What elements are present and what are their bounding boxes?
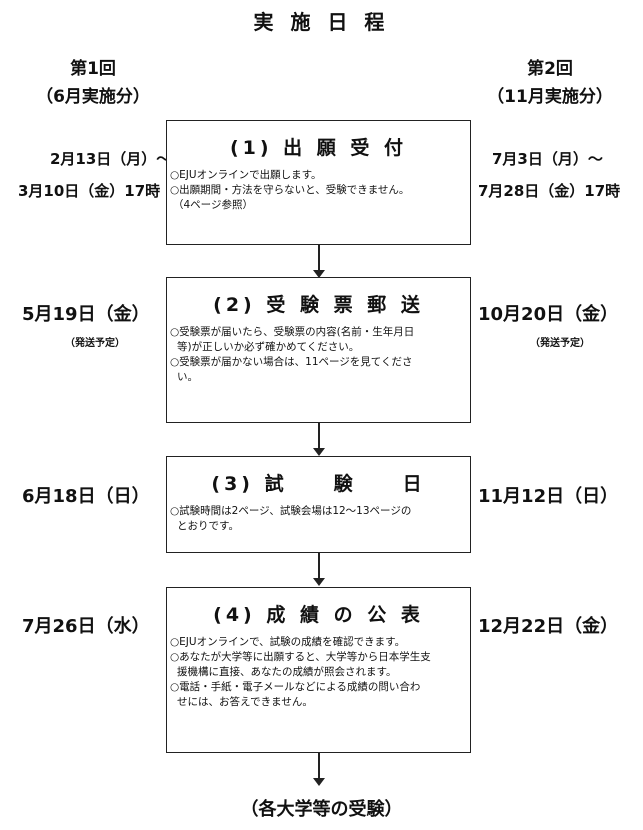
session2-header: 第2回 （11月実施分） (470, 55, 630, 111)
page-title: 実 施 日 程 (253, 10, 390, 34)
step4-line: 援機構に直接、あなたの成績が照会されます。 (177, 666, 397, 678)
arrow-line (318, 245, 320, 272)
step2-line: 等)が正しいか必ず確かめてください。 (177, 341, 360, 353)
step4-heading: (4) 成 績 の 公 表 (213, 604, 424, 626)
step2-line: い。 (177, 371, 198, 383)
final-step: （各大学等の受験） (240, 799, 403, 820)
step2-box: (2) 受 験 票 郵 送 ○受験票が届いたら、受験票の内容(名前・生年月日 等… (166, 277, 471, 423)
step2-session2-note: （発送予定） (530, 338, 590, 349)
step2-heading: (2) 受 験 票 郵 送 (213, 294, 424, 316)
step3-line: とおりです。 (177, 520, 239, 532)
step4-session2-date: 12月22日（金） (478, 616, 619, 637)
step2-session1-note: （発送予定） (65, 338, 125, 349)
arrow-line (318, 553, 320, 580)
step3-heading: (3) 試 験 日 (211, 473, 426, 495)
step1-session2-start: 7月3日（月）～ (492, 150, 603, 168)
step4-line: せには、お答えできません。 (177, 696, 313, 708)
session2-period: （11月実施分） (487, 87, 613, 107)
arrow-down-icon (313, 578, 325, 586)
step1-line: （4ページ参照） (173, 199, 253, 211)
step2-session1-date: 5月19日（金） (22, 304, 150, 325)
step4-line: ○あなたが大学等に出願すると、大学等から日本学生支 (170, 651, 431, 663)
session1-name: 第1回 (70, 59, 116, 79)
arrow-down-icon (313, 778, 325, 786)
step3-box: (3) 試 験 日 ○試験時間は2ページ、試験会場は12～13ページの とおりで… (166, 456, 471, 553)
step1-heading: (1) 出 願 受 付 (229, 137, 408, 159)
step3-session1-date: 6月18日（日） (22, 486, 150, 507)
step2-line: ○受験票が届かない場合は、11ページを見てくださ (170, 356, 413, 368)
step2-session2-date: 10月20日（金） (478, 304, 619, 325)
step4-line: ○EJUオンラインで、試験の成績を確認できます。 (170, 636, 406, 648)
step3-session2-date: 11月12日（日） (478, 486, 619, 507)
arrow-down-icon (313, 448, 325, 456)
step4-line: ○電話・手紙・電子メールなどによる成績の問い合わ (170, 681, 421, 693)
step1-line: ○EJUオンラインで出願します。 (170, 169, 322, 181)
session1-header: 第1回 （6月実施分） (18, 55, 168, 111)
session1-period: （6月実施分） (36, 87, 150, 107)
step1-session1-end: 3月10日（金）17時 (18, 182, 161, 200)
step3-line: ○試験時間は2ページ、試験会場は12～13ページの (170, 505, 412, 517)
arrow-line (318, 423, 320, 450)
step1-session2-end: 7月28日（金）17時 (478, 182, 621, 200)
arrow-line (318, 753, 320, 780)
arrow-down-icon (313, 270, 325, 278)
step4-session1-date: 7月26日（水） (22, 616, 150, 637)
step1-session1-start: 2月13日（月）～ (50, 150, 172, 168)
step1-box: (1) 出 願 受 付 ○EJUオンラインで出願します。 ○出願期間・方法を守ら… (166, 120, 471, 245)
step4-box: (4) 成 績 の 公 表 ○EJUオンラインで、試験の成績を確認できます。 ○… (166, 587, 471, 753)
step1-line: ○出願期間・方法を守らないと、受験できません。 (170, 184, 410, 196)
session2-name: 第2回 (527, 59, 573, 79)
step2-line: ○受験票が届いたら、受験票の内容(名前・生年月日 (170, 326, 415, 338)
